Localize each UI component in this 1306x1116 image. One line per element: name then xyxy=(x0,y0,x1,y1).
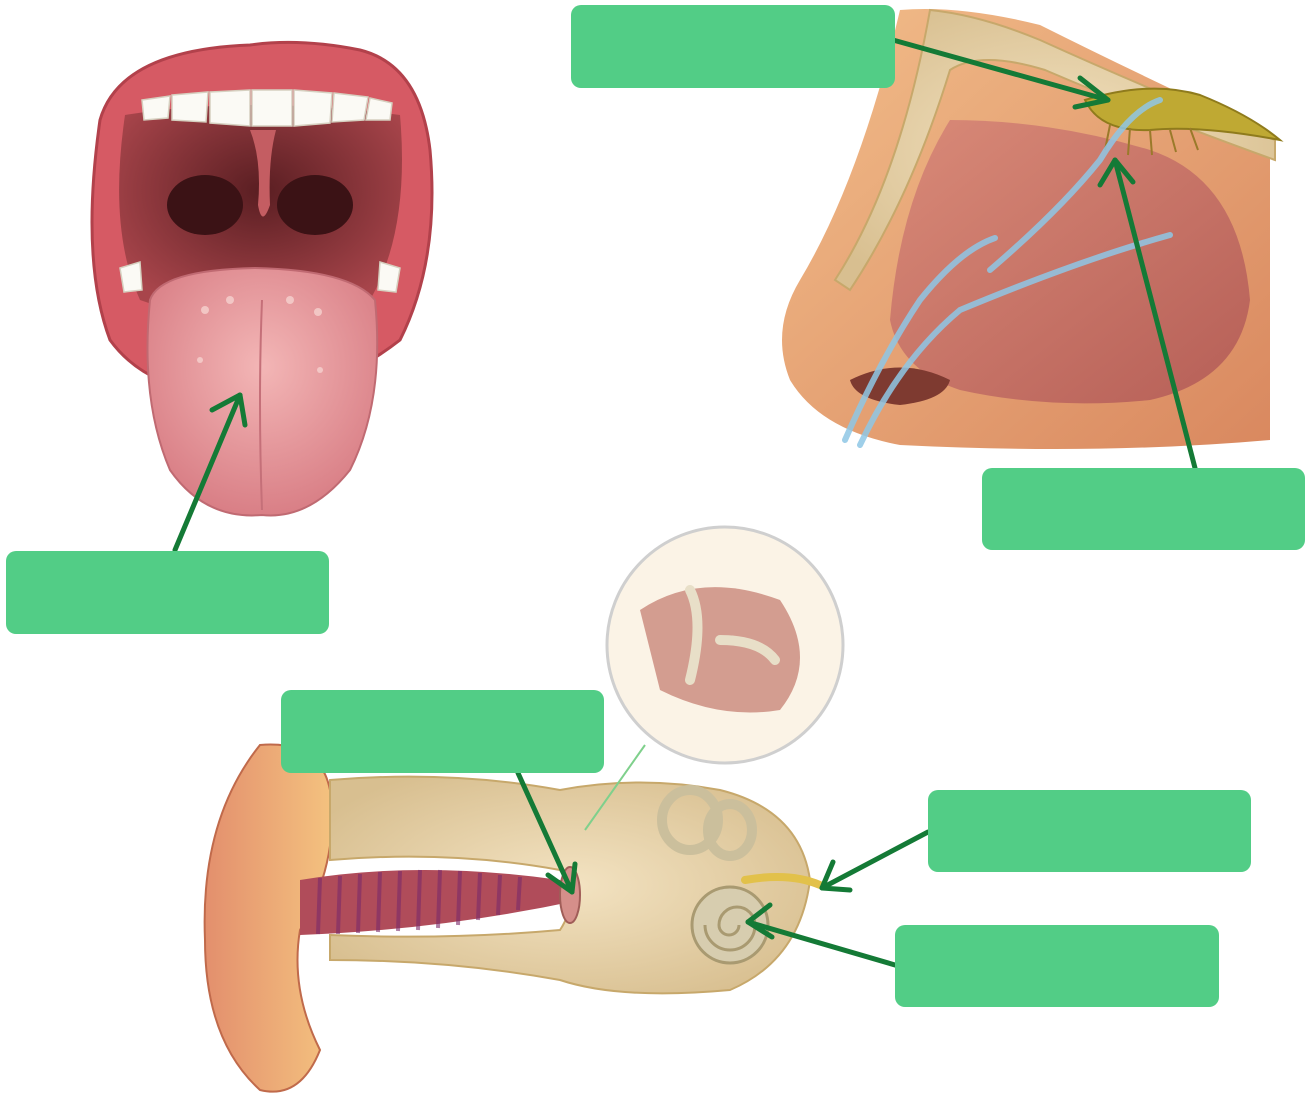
label-box-olfactory-bulb[interactable] xyxy=(571,5,895,88)
tongue-illustration xyxy=(92,42,432,515)
label-box-olfactory-receptors[interactable] xyxy=(982,468,1305,550)
arrow-auditory-nerve xyxy=(822,832,928,890)
label-box-taste-buds[interactable] xyxy=(6,551,329,634)
label-box-eardrum[interactable] xyxy=(281,690,604,773)
upper-teeth xyxy=(142,90,392,126)
label-box-auditory-nerve[interactable] xyxy=(928,790,1251,872)
label-box-cochlea[interactable] xyxy=(895,925,1219,1007)
